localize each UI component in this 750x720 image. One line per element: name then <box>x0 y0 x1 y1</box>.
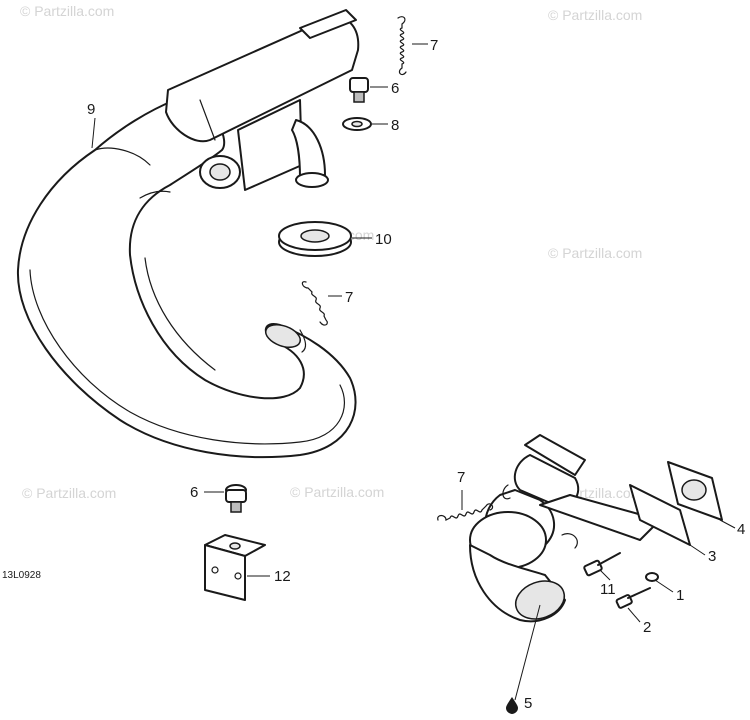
callout-4: 4 <box>737 521 745 538</box>
callout-5: 5 <box>524 695 532 712</box>
watermark: © Partzilla.com <box>290 484 384 500</box>
fluid-drop-icon <box>506 697 518 714</box>
watermark: © Partzilla.com <box>20 3 114 19</box>
bracket-part-12[interactable] <box>204 534 266 601</box>
callout-12: 12 <box>274 568 291 585</box>
exhaust-pipe-part-9[interactable] <box>16 99 357 459</box>
callout-10: 10 <box>375 231 392 248</box>
exhaust-manifold[interactable] <box>469 434 691 625</box>
callout-8: 8 <box>391 117 399 134</box>
callout-6-bottom: 6 <box>190 484 198 501</box>
lock-washer-part-1[interactable] <box>645 572 659 582</box>
spring-part-7-bottom[interactable] <box>437 503 494 521</box>
watermark: © Partzilla.com <box>548 245 642 261</box>
callout-3: 3 <box>708 548 716 565</box>
callout-11: 11 <box>600 581 616 598</box>
rubber-mount-part-6-bottom[interactable] <box>225 484 247 513</box>
grommet-part-10[interactable] <box>278 221 352 257</box>
callout-6-top: 6 <box>391 80 399 97</box>
callouts: 7 6 8 9 10 7 6 12 7 4 3 1 2 11 5 <box>87 37 745 712</box>
callout-2: 2 <box>643 619 651 636</box>
muffler-body[interactable] <box>165 9 360 191</box>
gasket-part-4[interactable] <box>667 461 723 521</box>
drawing-code: 13L0928 <box>2 570 41 581</box>
bolt-part-2[interactable] <box>615 587 651 609</box>
callout-7-middle: 7 <box>345 289 353 306</box>
washer-part-8[interactable] <box>342 117 372 131</box>
callout-1: 1 <box>676 587 684 604</box>
spring-part-7-top[interactable] <box>397 16 407 76</box>
leader-lines <box>91 43 736 701</box>
watermark: © Partzilla.com <box>22 485 116 501</box>
bolt-part-11[interactable] <box>583 552 621 577</box>
spring-part-7-middle[interactable] <box>301 281 328 326</box>
callout-7-bottom: 7 <box>457 469 465 486</box>
callout-9: 9 <box>87 101 95 118</box>
rubber-mount-part-6-top[interactable] <box>349 77 369 103</box>
watermark: © Partzilla.com <box>548 7 642 23</box>
callout-7-top: 7 <box>430 37 438 54</box>
